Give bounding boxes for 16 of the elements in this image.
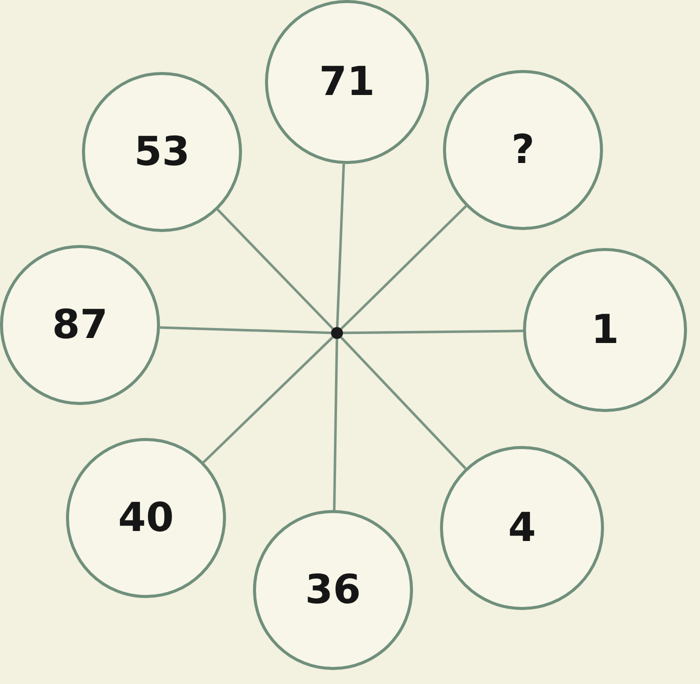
connector-line xyxy=(342,330,524,334)
number: 87 xyxy=(52,302,108,348)
number: ? xyxy=(511,127,535,173)
connector-line xyxy=(216,208,334,330)
number: 71 xyxy=(319,59,375,105)
connector-line xyxy=(202,336,334,464)
number: 36 xyxy=(305,567,361,613)
number: 4 xyxy=(508,505,536,551)
connector-line xyxy=(340,336,466,470)
number: 53 xyxy=(134,129,190,175)
connector-line xyxy=(333,338,338,510)
connector-line xyxy=(336,164,345,328)
number: 40 xyxy=(118,495,174,541)
number: 1 xyxy=(591,307,619,353)
connector-line xyxy=(340,205,467,330)
connector-line xyxy=(160,326,332,334)
